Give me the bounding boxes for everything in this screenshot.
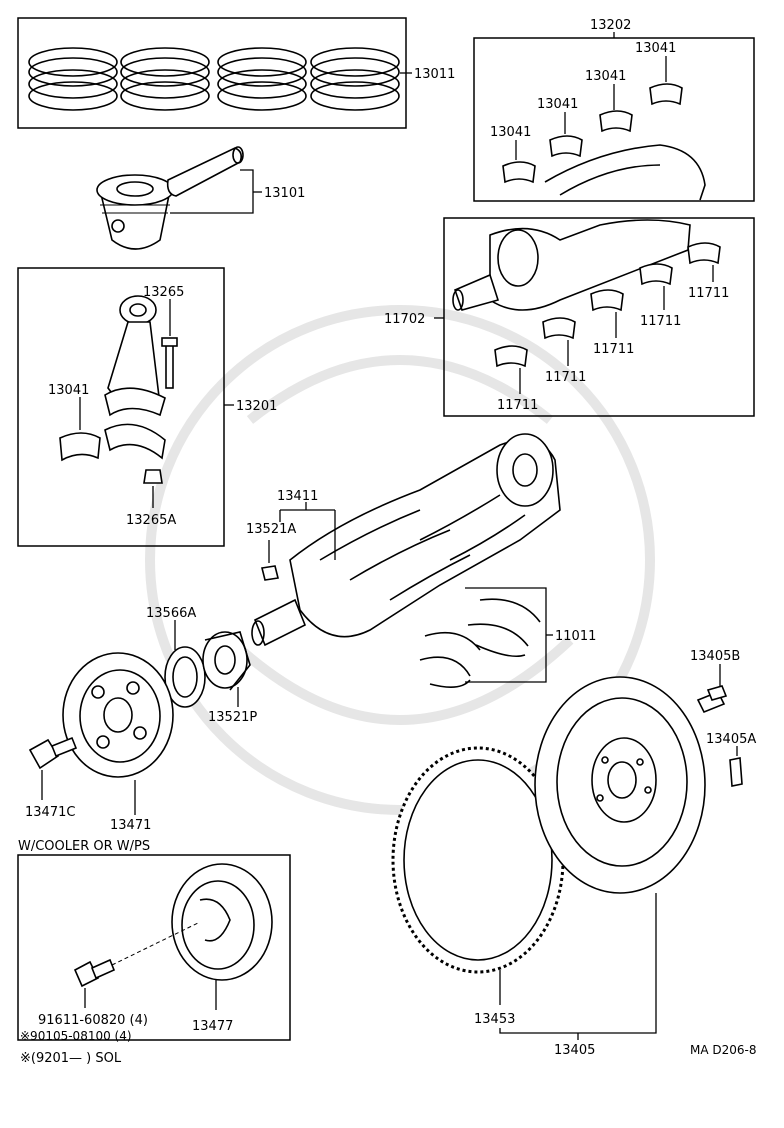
label-13265a: 13265A: [126, 513, 176, 528]
crankshaft-pulley: 13471C 13471: [25, 652, 174, 833]
cooler-note: W/COOLER OR W/PS: [18, 839, 150, 854]
connecting-rod-assembly: 13201 13265 13041 13265A: [17, 267, 277, 547]
piston-ring-box: [17, 17, 407, 129]
diagram-reference-code: MA D206-8: [690, 1043, 757, 1057]
label-13041-a: 13041: [635, 41, 676, 56]
watermark-logo: [145, 305, 655, 815]
conrod-box: [17, 267, 225, 547]
crankshaft: 13411 13521A: [246, 433, 561, 647]
label-13477: 13477: [192, 1019, 233, 1034]
label-13101: 13101: [264, 186, 305, 201]
label-11711-e: 11711: [497, 398, 538, 413]
label-13521p: 13521P: [208, 710, 257, 725]
label-13405b: 13405B: [690, 649, 740, 664]
crankshaft-timing-gear-group: 13566A 13521P: [146, 606, 257, 725]
label-13471c: 13471C: [25, 805, 75, 820]
label-11711-a: 11711: [688, 286, 729, 301]
sol-note: ※(9201— ) SOL: [20, 1051, 122, 1066]
label-13265: 13265: [143, 285, 184, 300]
bolt-note-1: 91611-60820 (4): [38, 1013, 148, 1028]
label-13521a: 13521A: [246, 522, 296, 537]
thrust-washer-set: 11011: [419, 587, 596, 688]
bearing-box-11702: [443, 217, 755, 417]
cooler-option-group: W/COOLER OR W/PS 91611-60820 (4) ※90105-…: [17, 839, 291, 1043]
label-11711-b: 11711: [640, 314, 681, 329]
flywheel: 13405B 13405A 13405: [499, 649, 756, 1058]
label-13202: 13202: [590, 18, 631, 33]
label-11011: 11011: [555, 629, 596, 644]
label-11711-d: 11711: [545, 370, 586, 385]
label-13471: 13471: [110, 818, 151, 833]
label-13041-e: 13041: [48, 383, 89, 398]
label-13041-b: 13041: [585, 69, 626, 84]
label-11702: 11702: [384, 312, 425, 327]
label-13011: 13011: [414, 67, 455, 82]
label-13405: 13405: [554, 1043, 595, 1058]
bolt-note-2: ※90105-08100 (4): [20, 1029, 132, 1043]
label-13405a: 13405A: [706, 732, 756, 747]
piston-ring-set: 13011: [17, 17, 455, 129]
piston-assembly: 13101: [96, 146, 305, 250]
label-13566a: 13566A: [146, 606, 196, 621]
cooler-box: [17, 854, 291, 1041]
label-13411: 13411: [277, 489, 318, 504]
label-13201: 13201: [236, 399, 277, 414]
crankshaft-bearing-set-upper: 13202 13041 13041 13041 13041: [473, 18, 755, 202]
label-13041-d: 13041: [490, 125, 531, 140]
label-13453: 13453: [474, 1012, 515, 1027]
crankshaft-bearing-set-lower: 11711 11711 11711 11711 11711 11702: [384, 217, 755, 417]
label-13041-c: 13041: [537, 97, 578, 112]
label-11711-c: 11711: [593, 342, 634, 357]
